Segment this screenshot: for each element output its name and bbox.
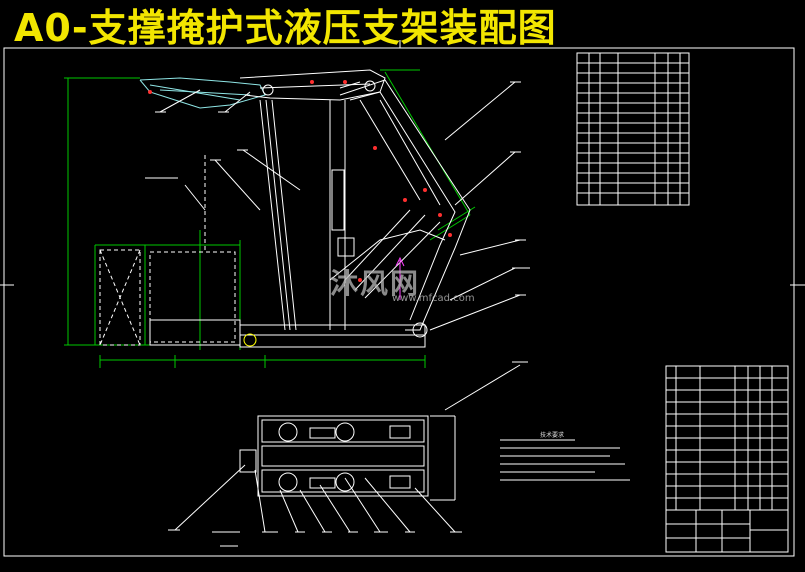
watermark-url: www.mfcad.com — [392, 293, 475, 304]
canopy-tip — [139, 77, 266, 109]
drawing-title: A0-支撑掩护式液压支架装配图 — [14, 6, 557, 50]
support-plan-view — [168, 361, 528, 547]
base-frame — [149, 319, 428, 348]
hydraulic-legs — [259, 99, 355, 331]
sheet-border — [0, 40, 805, 557]
technical-notes-heading: 技术要求 — [540, 432, 565, 439]
technical-notes — [500, 439, 630, 481]
item-number-ticks — [145, 81, 530, 296]
dimension-lines — [64, 69, 476, 368]
pin-markers — [148, 80, 452, 282]
support-front-view — [64, 69, 530, 368]
hidden-lines — [99, 155, 236, 346]
direction-arrow — [395, 256, 405, 300]
caving-shield — [329, 79, 471, 331]
parts-list-table — [576, 52, 690, 206]
leader-lines — [159, 81, 521, 331]
watermark-brand: 沐风网 — [330, 267, 421, 300]
title-block-table — [665, 365, 789, 553]
